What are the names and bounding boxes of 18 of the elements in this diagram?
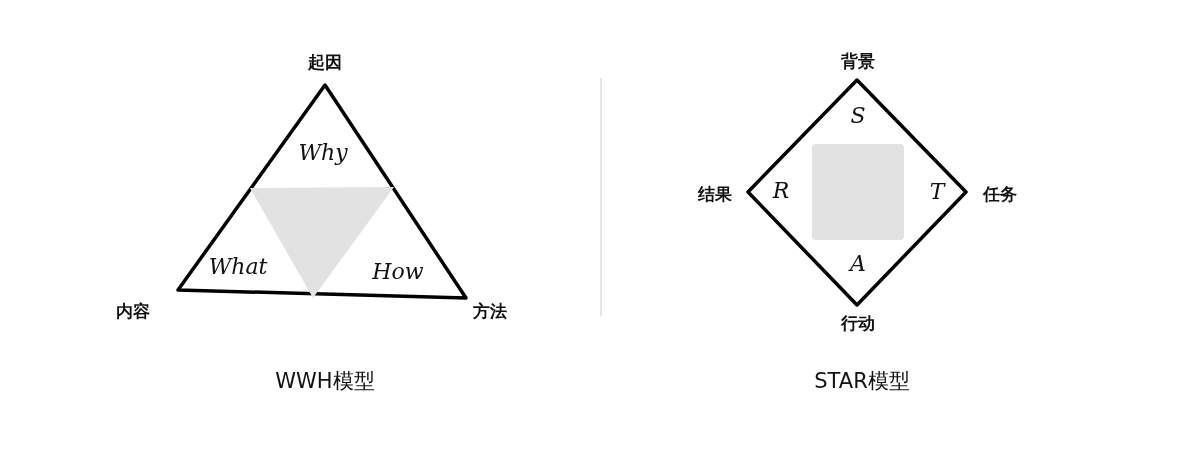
diamond-outline xyxy=(746,79,968,307)
letter-label: How xyxy=(372,258,424,284)
square-shape xyxy=(810,142,906,242)
corner-label: 任务 xyxy=(983,182,1017,206)
letter-label: S xyxy=(850,102,866,128)
corner-label: 行动 xyxy=(841,311,875,335)
letter-label: R xyxy=(772,177,790,203)
letter-label: A xyxy=(850,250,866,276)
letter-label: What xyxy=(208,253,268,279)
corner-label: 结果 xyxy=(698,182,732,206)
letter-label: T xyxy=(929,178,945,204)
model-caption: WWH模型 xyxy=(275,368,375,395)
corner-label: 方法 xyxy=(473,299,507,323)
letter-label: Why xyxy=(298,139,348,165)
corner-label: 起因 xyxy=(308,50,342,74)
corner-label: 内容 xyxy=(116,299,150,323)
corner-label: 背景 xyxy=(841,49,875,73)
model-caption: STAR模型 xyxy=(814,368,910,395)
